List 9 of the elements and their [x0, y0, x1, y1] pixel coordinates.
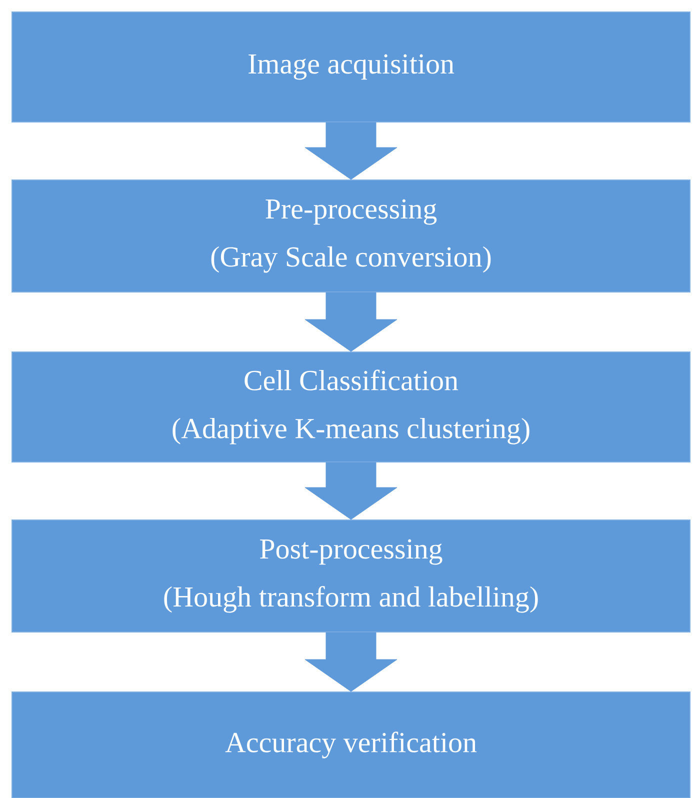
block-arrow	[304, 122, 398, 180]
process-box: Image acquisition	[12, 12, 690, 122]
block-arrow	[304, 462, 398, 520]
process-box: Post-processing (Hough transform and labelling)	[12, 520, 690, 632]
process-box: Pre-processing (Gray Scale conversion)	[12, 180, 690, 292]
block-arrow	[304, 632, 398, 692]
block-arrow	[304, 292, 398, 352]
process-box: Cell Classification (Adaptive K-means clustering)	[12, 352, 690, 462]
process-box: Accuracy verification	[12, 692, 690, 798]
